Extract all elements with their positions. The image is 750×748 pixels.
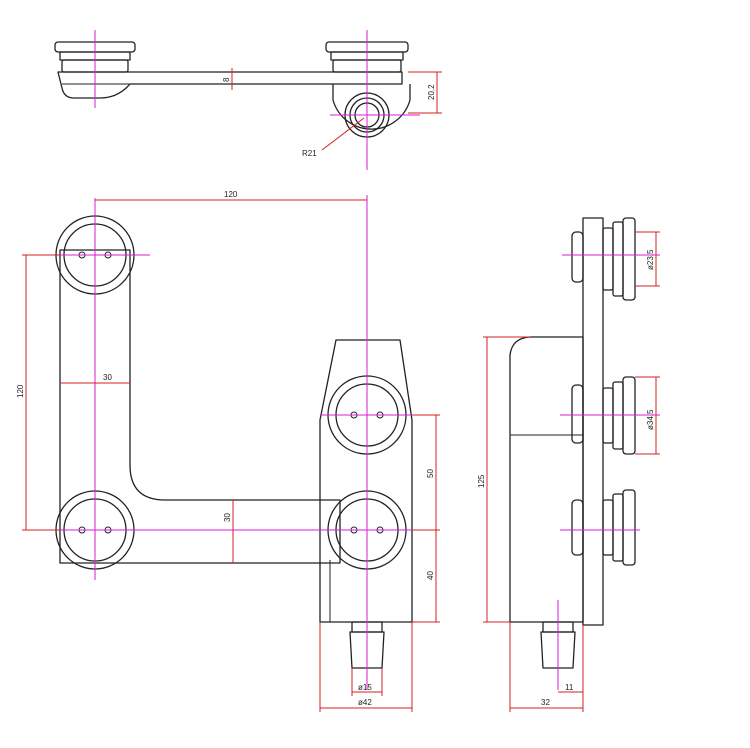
small-disc-label: ø23.5	[646, 249, 655, 270]
front-view: 120 120 30 30 50 40 ø15 ø42	[16, 190, 440, 712]
front-u-arm	[59, 249, 341, 564]
side-plate	[582, 217, 604, 626]
pin-diameter-label: ø15	[358, 683, 372, 692]
side-disc-bottom	[571, 489, 636, 566]
right-lower-label: 40	[426, 571, 435, 580]
front-right-block	[319, 339, 413, 623]
side-pin-body	[540, 631, 576, 669]
depth-label: 32	[541, 698, 550, 707]
radius-leader	[321, 117, 365, 151]
side-disc-top	[571, 217, 636, 301]
pin-offset-label: 11	[565, 683, 574, 692]
top-view: 8 20.2 R21	[54, 30, 442, 170]
right-upper-label: 50	[426, 469, 435, 478]
width-top-label: 120	[224, 190, 238, 199]
side-view: ø23.5 ø34.5 125 32 11	[477, 217, 660, 712]
height-label: 20.2	[427, 84, 436, 100]
large-disc-label: ø34.5	[646, 409, 655, 430]
arm-height-label: 30	[223, 513, 232, 522]
thickness-label: 8	[222, 77, 231, 82]
base-diameter-label: ø42	[358, 698, 372, 707]
top-arm-bar	[57, 71, 403, 99]
arm-width-label: 30	[103, 373, 112, 382]
top-roller-body	[332, 84, 411, 130]
side-body	[509, 336, 584, 623]
radius-label: R21	[302, 149, 317, 158]
height-left-label: 120	[16, 384, 25, 398]
total-height-label: 125	[477, 474, 486, 488]
